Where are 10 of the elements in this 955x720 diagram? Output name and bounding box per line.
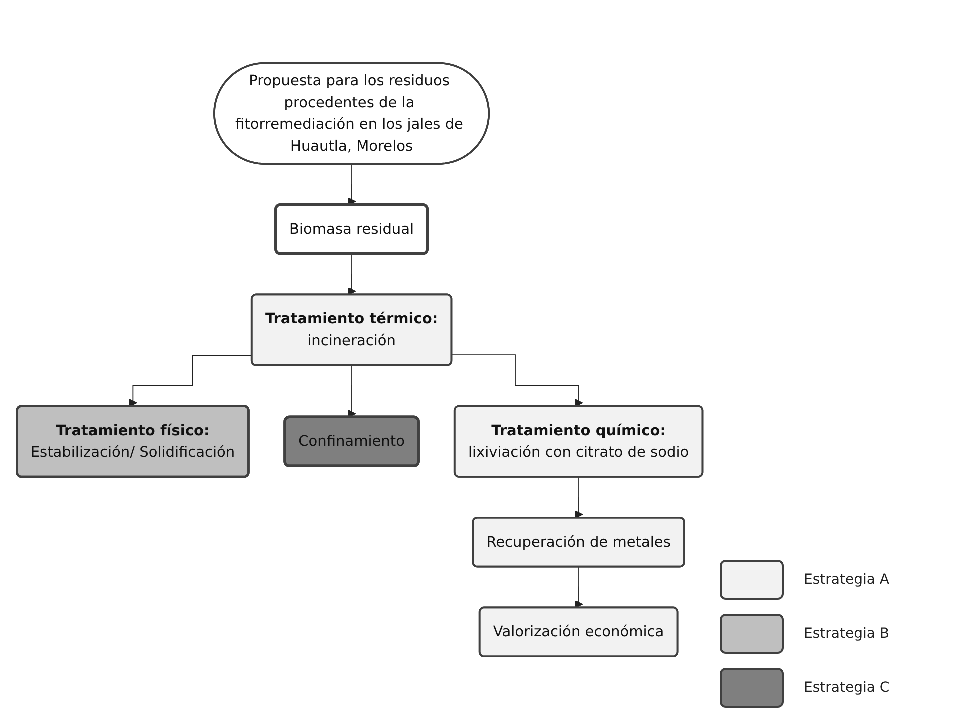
arrow <box>129 356 253 408</box>
arrow <box>348 164 356 206</box>
arrow <box>348 365 356 418</box>
legend-label: Estrategia C <box>804 680 890 696</box>
legend-label: Estrategia A <box>804 572 890 588</box>
arrow <box>452 354 584 408</box>
arrow <box>575 566 584 608</box>
legend-label: Estrategia B <box>804 626 890 642</box>
arrow <box>348 254 356 296</box>
arrow <box>575 477 584 519</box>
